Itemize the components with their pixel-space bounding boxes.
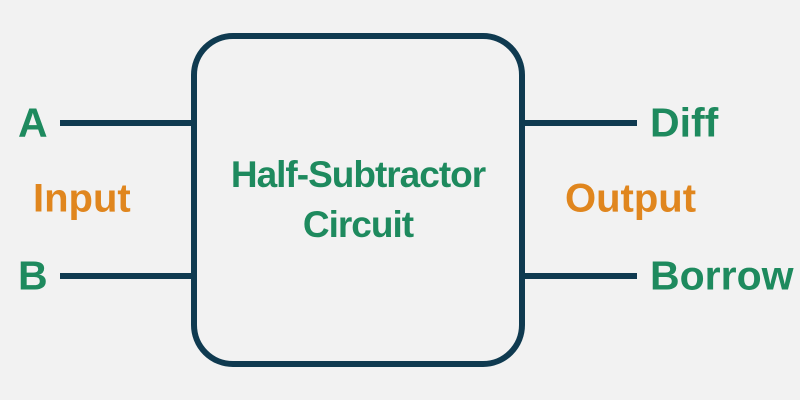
- output-pin-borrow-label: Borrow: [650, 252, 794, 299]
- input-group-label: Input: [33, 176, 131, 221]
- output-pin-diff-label: Diff: [650, 99, 719, 146]
- half-subtractor-block: Half-Subtractor Circuit: [191, 33, 525, 367]
- chip-title-line-1: Half-Subtractor: [230, 154, 486, 195]
- input-a-wire: [60, 120, 194, 126]
- chip-title-line-2: Circuit: [302, 204, 414, 245]
- input-b-wire: [60, 273, 194, 279]
- input-pin-a-label: A: [18, 99, 48, 146]
- output-borrow-wire: [519, 273, 637, 279]
- input-pin-b-label: B: [18, 252, 48, 299]
- output-group-label: Output: [565, 176, 697, 221]
- output-diff-wire: [519, 120, 637, 126]
